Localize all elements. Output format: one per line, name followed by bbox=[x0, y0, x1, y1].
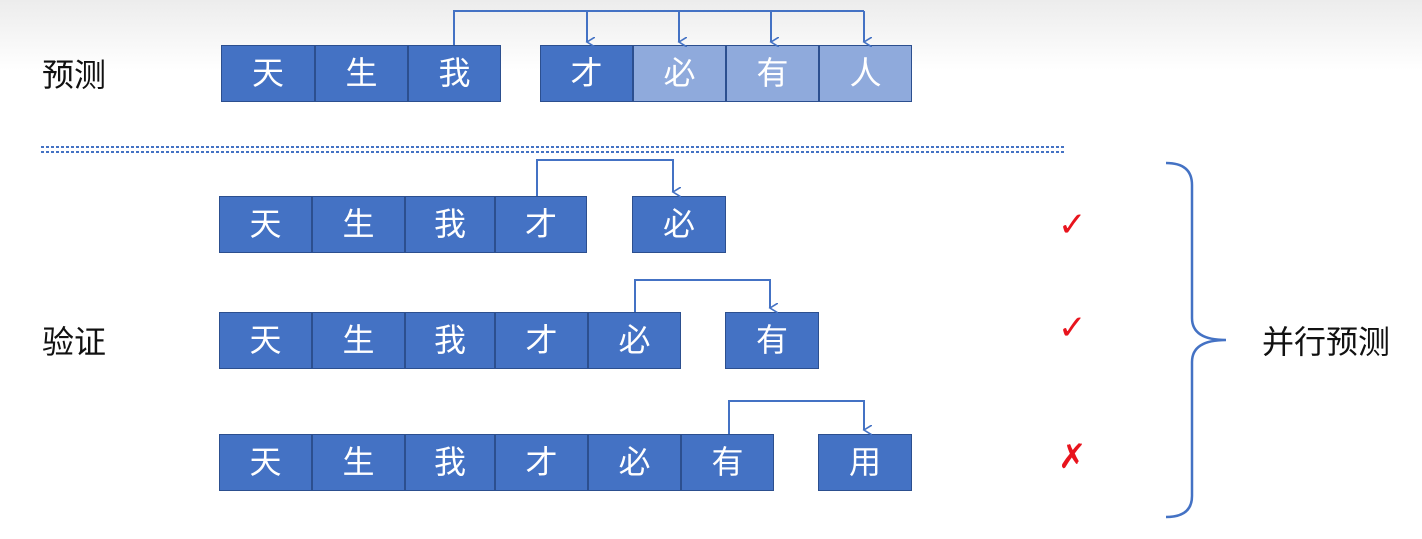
draft-token-cell: 有 bbox=[726, 45, 819, 102]
verify-row-1-output: 必 bbox=[632, 196, 726, 253]
token-cell: 我 bbox=[405, 312, 495, 369]
output-token-cell: 用 bbox=[818, 434, 912, 491]
token-cell: 才 bbox=[495, 434, 588, 491]
verify-row-1-context: 天 生 我 才 bbox=[219, 196, 587, 253]
predict-label: 预测 bbox=[42, 56, 107, 94]
output-token-cell: 必 bbox=[632, 196, 726, 253]
cross-mark-icon: ✗ bbox=[1058, 437, 1087, 477]
token-cell: 天 bbox=[219, 312, 312, 369]
predict-context-row: 天 生 我 bbox=[221, 45, 501, 102]
predict-fanout-arrow bbox=[453, 10, 864, 45]
check-mark-icon: ✓ bbox=[1058, 205, 1087, 245]
verify-row-3-context: 天 生 我 才 必 有 bbox=[219, 434, 774, 491]
verify-label: 验证 bbox=[42, 323, 107, 361]
verify-row-3-arrow bbox=[728, 400, 864, 434]
token-cell: 必 bbox=[588, 312, 681, 369]
verify-row-2-arrow bbox=[634, 279, 770, 312]
verify-row-2-output: 有 bbox=[725, 312, 819, 369]
token-cell: 必 bbox=[588, 434, 681, 491]
token-cell: 生 bbox=[312, 196, 405, 253]
token-cell: 生 bbox=[312, 434, 405, 491]
token-cell: 天 bbox=[219, 434, 312, 491]
predict-draft-row: 才 必 有 人 bbox=[540, 45, 912, 102]
draft-token-cell: 必 bbox=[633, 45, 726, 102]
token-cell: 天 bbox=[221, 45, 315, 102]
token-cell: 我 bbox=[408, 45, 501, 102]
token-cell: 有 bbox=[681, 434, 774, 491]
right-brace bbox=[1165, 161, 1227, 519]
token-cell: 我 bbox=[405, 434, 495, 491]
verify-row-3-output: 用 bbox=[818, 434, 912, 491]
verify-row-1-arrow bbox=[536, 159, 673, 196]
token-cell: 生 bbox=[315, 45, 408, 102]
token-cell: 生 bbox=[312, 312, 405, 369]
token-cell: 天 bbox=[219, 196, 312, 253]
token-cell: 我 bbox=[405, 196, 495, 253]
output-token-cell: 有 bbox=[725, 312, 819, 369]
verify-row-2-context: 天 生 我 才 必 bbox=[219, 312, 681, 369]
parallel-predict-label: 并行预测 bbox=[1262, 323, 1391, 361]
token-cell: 才 bbox=[495, 312, 588, 369]
dotted-separator bbox=[41, 146, 1064, 153]
token-cell: 才 bbox=[495, 196, 587, 253]
draft-token-cell: 才 bbox=[540, 45, 633, 102]
check-mark-icon: ✓ bbox=[1058, 308, 1087, 348]
